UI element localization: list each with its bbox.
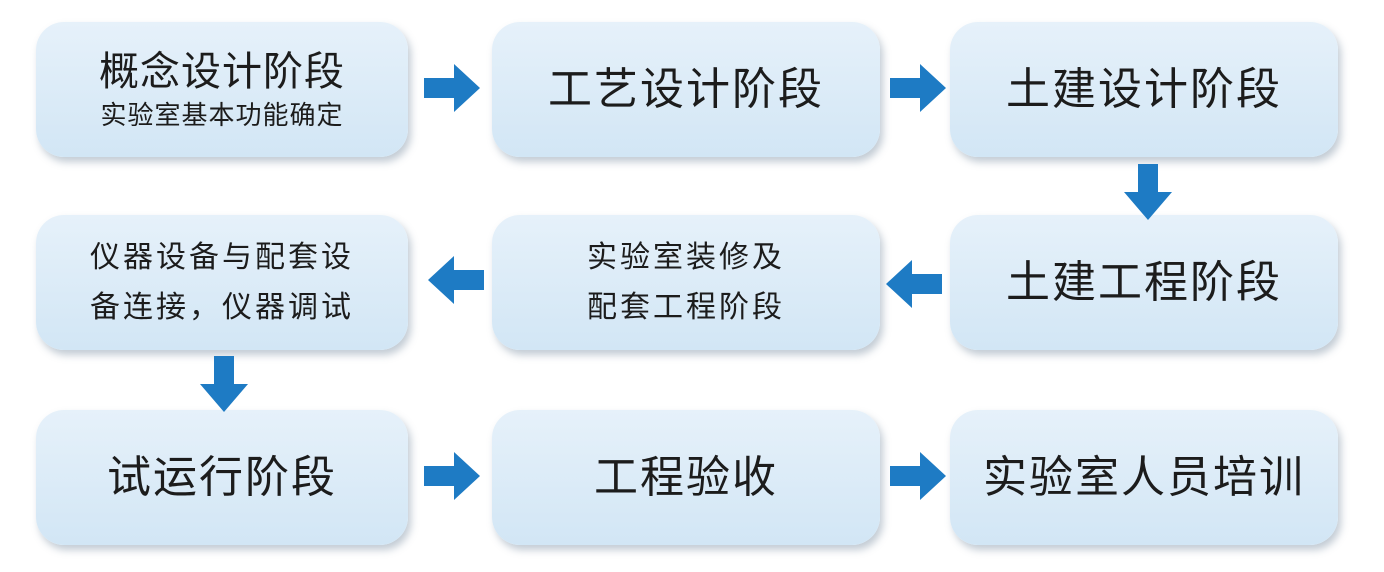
step-line-2: 配套工程阶段 [587, 289, 785, 325]
arrow-left-icon [886, 260, 942, 308]
step-equipment-connection: 仪器设备与配套设 备连接，仪器调试 [36, 215, 408, 350]
step-title: 工程验收 [594, 451, 778, 503]
step-lab-decoration: 实验室装修及 配套工程阶段 [492, 215, 880, 350]
step-staff-training: 实验室人员培训 [950, 410, 1338, 545]
step-process-design: 工艺设计阶段 [492, 22, 880, 157]
step-title: 试运行阶段 [107, 451, 337, 503]
arrow-left-icon [428, 256, 484, 304]
step-trial-run: 试运行阶段 [36, 410, 408, 545]
step-concept-design: 概念设计阶段 实验室基本功能确定 [36, 22, 408, 157]
arrow-down-icon [200, 356, 248, 412]
step-civil-construction: 土建工程阶段 [950, 215, 1338, 350]
step-title: 工艺设计阶段 [548, 63, 824, 115]
arrow-right-icon [890, 64, 946, 112]
step-title: 概念设计阶段 [99, 48, 345, 95]
step-line-2: 备连接，仪器调试 [90, 289, 354, 325]
arrow-right-icon [890, 452, 946, 500]
arrow-right-icon [424, 64, 480, 112]
step-line-1: 实验室装修及 [587, 239, 785, 275]
step-line-1: 仪器设备与配套设 [90, 239, 354, 275]
step-subtitle: 实验室基本功能确定 [100, 100, 344, 131]
step-title: 实验室人员培训 [983, 451, 1305, 503]
step-civil-design: 土建设计阶段 [950, 22, 1338, 157]
arrow-right-icon [424, 452, 480, 500]
arrow-down-icon [1124, 164, 1172, 220]
step-acceptance: 工程验收 [492, 410, 880, 545]
step-title: 土建工程阶段 [1006, 256, 1282, 308]
step-title: 土建设计阶段 [1006, 63, 1282, 115]
